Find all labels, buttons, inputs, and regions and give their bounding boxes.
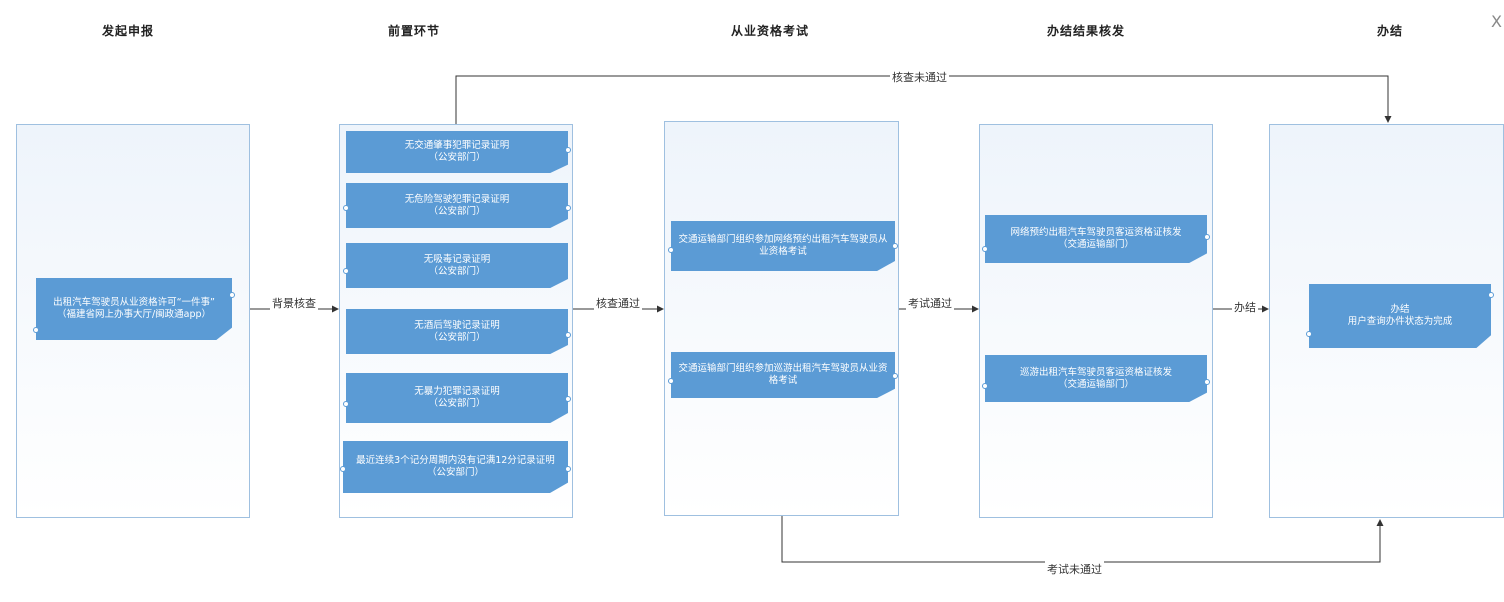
connection-dot [565,466,571,472]
pre-box-traffic-crime[interactable]: 无交通肇事犯罪记录证明 （公安部门） [346,131,568,173]
stage-title-done: 办结 [1376,24,1403,38]
exam-box-ride-hailing[interactable]: 交通运输部门组织参加网络预约出租汽车驾驶员从业资格考试 [671,221,895,271]
connection-dot [340,466,346,472]
connection-dot [668,247,674,253]
connection-dot [565,147,571,153]
apply-box[interactable]: 出租汽车驾驶员从业资格许可“一件事” （福建省网上办事大厅/闽政通app） [36,278,232,340]
close-icon[interactable]: X [1491,12,1502,31]
done-box[interactable]: 办结 用户查询办件状态为完成 [1309,284,1491,348]
pre-box-drunk-driving[interactable]: 无酒后驾驶记录证明 （公安部门） [346,309,568,354]
stage-title-pre: 前置环节 [387,24,440,38]
connection-dot [982,246,988,252]
panel-result [979,124,1213,518]
result-box-cruising-taxi[interactable]: 巡游出租汽车驾驶员客运资格证核发 （交通运输部门） [985,355,1207,402]
label-exam-failed: 考试未通过 [1045,561,1104,577]
connection-dot [33,327,39,333]
label-exam-passed: 考试通过 [906,295,954,311]
pre-box-drug[interactable]: 无吸毒记录证明 （公安部门） [346,243,568,288]
stage-title-result: 办结结果核发 [1046,24,1125,38]
panel-exam [664,121,899,516]
arrow-exam-failed [781,516,1384,563]
label-finish: 办结 [1232,299,1258,315]
connection-dot [343,268,349,274]
connection-dot [343,205,349,211]
connection-dot [1306,331,1312,337]
label-check-failed: 核查未通过 [890,69,949,85]
label-background-check: 背景核查 [270,295,318,311]
connection-dot [982,383,988,389]
connection-dot [565,396,571,402]
pre-box-violent-crime[interactable]: 无暴力犯罪记录证明 （公安部门） [346,373,568,423]
connection-dot [1204,234,1210,240]
connection-dot [668,378,674,384]
connection-dot [892,243,898,249]
connection-dot [343,401,349,407]
result-box-ride-hailing[interactable]: 网络预约出租汽车驾驶员客运资格证核发 （交通运输部门） [985,215,1207,263]
connection-dot [229,292,235,298]
pre-box-points-record[interactable]: 最近连续3个记分周期内没有记满12分记录证明 （公安部门） [343,441,568,493]
connection-dot [565,205,571,211]
exam-box-cruising-taxi[interactable]: 交通运输部门组织参加巡游出租汽车驾驶员从业资格考试 [671,352,895,398]
stage-title-apply: 发起申报 [101,24,154,38]
connection-dot [892,373,898,379]
stage-title-exam: 从业资格考试 [730,24,809,38]
connection-dot [1204,379,1210,385]
pre-box-dangerous-driving[interactable]: 无危险驾驶犯罪记录证明 （公安部门） [346,183,568,228]
connection-dot [565,332,571,338]
label-check-passed: 核查通过 [594,295,642,311]
connection-dot [1488,292,1494,298]
